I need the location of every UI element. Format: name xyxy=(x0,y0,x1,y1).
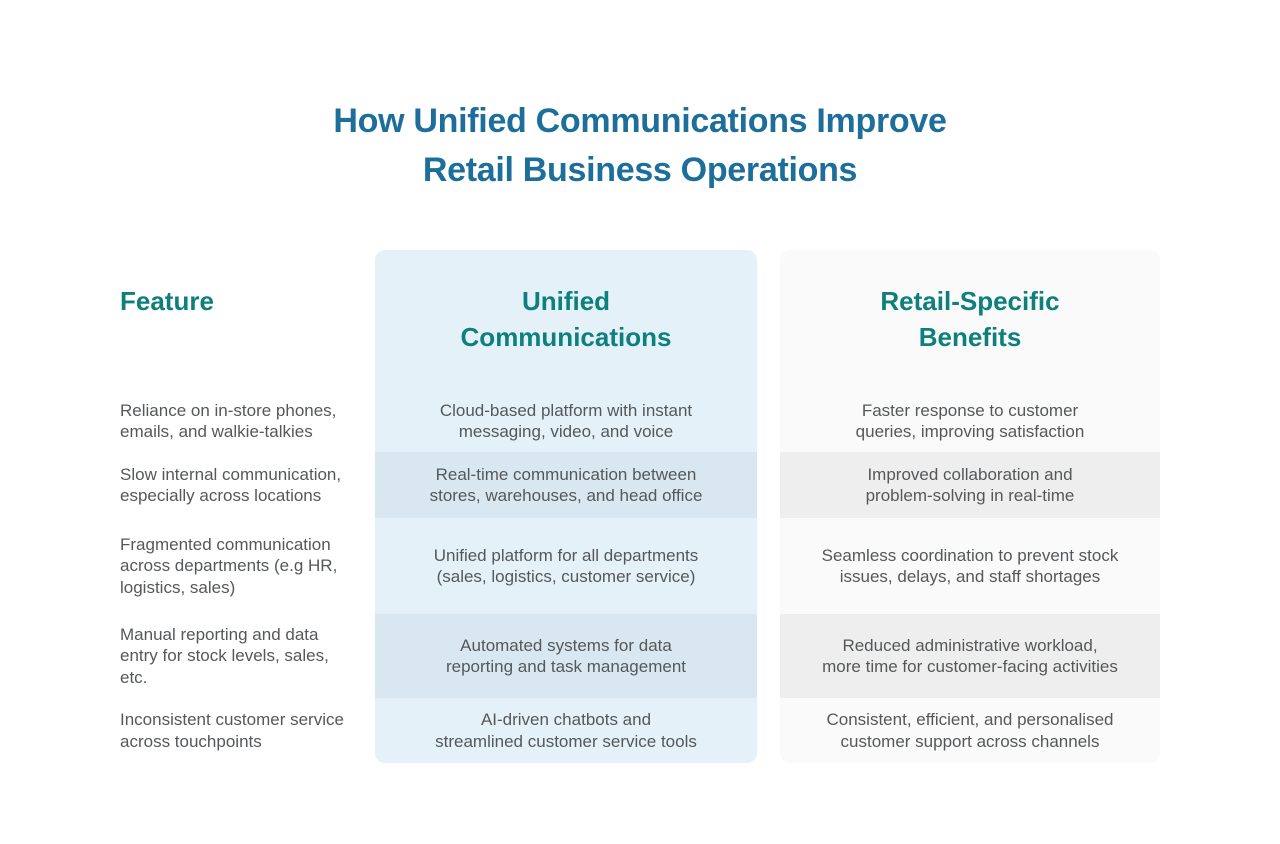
unified-column-header-text: Unified Communications xyxy=(460,286,672,352)
unified-cell-row-2: Real-time communication between stores, … xyxy=(375,452,757,518)
page-title-line-2: Retail Business Operations xyxy=(422,151,858,189)
feature-cell-row-5: Inconsistent customer service across tou… xyxy=(120,698,358,763)
feature-column-header: Feature xyxy=(120,286,214,316)
unified-column-header: Unified Communications xyxy=(375,250,757,390)
unified-cell-text: Unified platform for all departments (sa… xyxy=(433,545,699,587)
unified-cell-text: Automated systems for data reporting and… xyxy=(445,635,687,677)
unified-cell-row-1: Cloud-based platform with instant messag… xyxy=(375,390,757,452)
retail-cell-row-2: Improved collaboration and problem-solvi… xyxy=(780,452,1160,518)
retail-cell-text: Reduced administrative workload, more ti… xyxy=(822,635,1118,677)
column-unified-communications: Unified Communications Cloud-based platf… xyxy=(375,250,757,763)
feature-cell-text: Fragmented communication across departme… xyxy=(120,534,338,597)
unified-cell-text: AI-driven chatbots and streamlined custo… xyxy=(435,710,697,751)
retail-column-header: Retail-Specific Benefits xyxy=(780,250,1160,390)
feature-cell-row-2: Slow internal communication, especially … xyxy=(120,452,358,518)
unified-cell-row-4: Automated systems for data reporting and… xyxy=(375,614,757,698)
page-title-line-1: How Unified Communications Improve xyxy=(333,102,947,140)
retail-cell-row-4: Reduced administrative workload, more ti… xyxy=(780,614,1160,698)
unified-cell-row-3: Unified platform for all departments (sa… xyxy=(375,518,757,614)
retail-cell-row-1: Faster response to customer queries, imp… xyxy=(780,390,1160,452)
feature-cell-text: Reliance on in-store phones, emails, and… xyxy=(120,400,337,442)
column-feature: Feature Reliance on in-store phones, ema… xyxy=(120,250,358,763)
retail-cell-row-3: Seamless coordination to prevent stock i… xyxy=(780,518,1160,614)
retail-column-header-text: Retail-Specific Benefits xyxy=(880,286,1060,352)
feature-cell-row-3: Fragmented communication across departme… xyxy=(120,518,358,614)
feature-cell-row-4: Manual reporting and data entry for stoc… xyxy=(120,614,358,698)
retail-cell-text: Consistent, efficient, and personalised … xyxy=(826,710,1114,751)
feature-cell-text: Inconsistent customer service across tou… xyxy=(120,710,344,751)
feature-cell-row-1: Reliance on in-store phones, emails, and… xyxy=(120,390,358,452)
retail-cell-text: Seamless coordination to prevent stock i… xyxy=(821,545,1119,587)
page-title: How Unified Communications Improve Retai… xyxy=(0,97,1280,195)
retail-cell-text: Improved collaboration and problem-solvi… xyxy=(865,464,1075,506)
unified-cell-row-5: AI-driven chatbots and streamlined custo… xyxy=(375,698,757,763)
retail-cell-text: Faster response to customer queries, imp… xyxy=(855,400,1085,442)
retail-cell-row-5: Consistent, efficient, and personalised … xyxy=(780,698,1160,763)
unified-cell-text: Cloud-based platform with instant messag… xyxy=(439,400,693,442)
unified-cell-text: Real-time communication between stores, … xyxy=(429,464,703,506)
feature-cell-text: Slow internal communication, especially … xyxy=(120,464,342,506)
column-retail-specific-benefits: Retail-Specific Benefits Faster response… xyxy=(780,250,1160,763)
feature-cell-text: Manual reporting and data entry for stoc… xyxy=(120,624,329,687)
